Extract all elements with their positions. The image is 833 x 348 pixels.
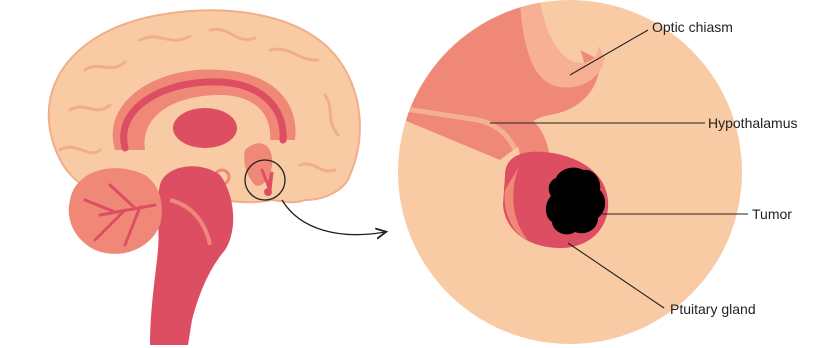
brainstem [150, 166, 233, 345]
thalamus [173, 108, 237, 148]
label-pituitary-gland: Ptuitary gland [670, 301, 756, 317]
label-hypothalamus: Hypothalamus [708, 115, 798, 131]
brain-illustration [49, 10, 360, 345]
magnified-view [380, 0, 742, 344]
label-tumor: Tumor [752, 206, 792, 222]
zoom-arrow [282, 200, 385, 235]
label-optic-chiasm: Optic chiasm [652, 19, 733, 35]
